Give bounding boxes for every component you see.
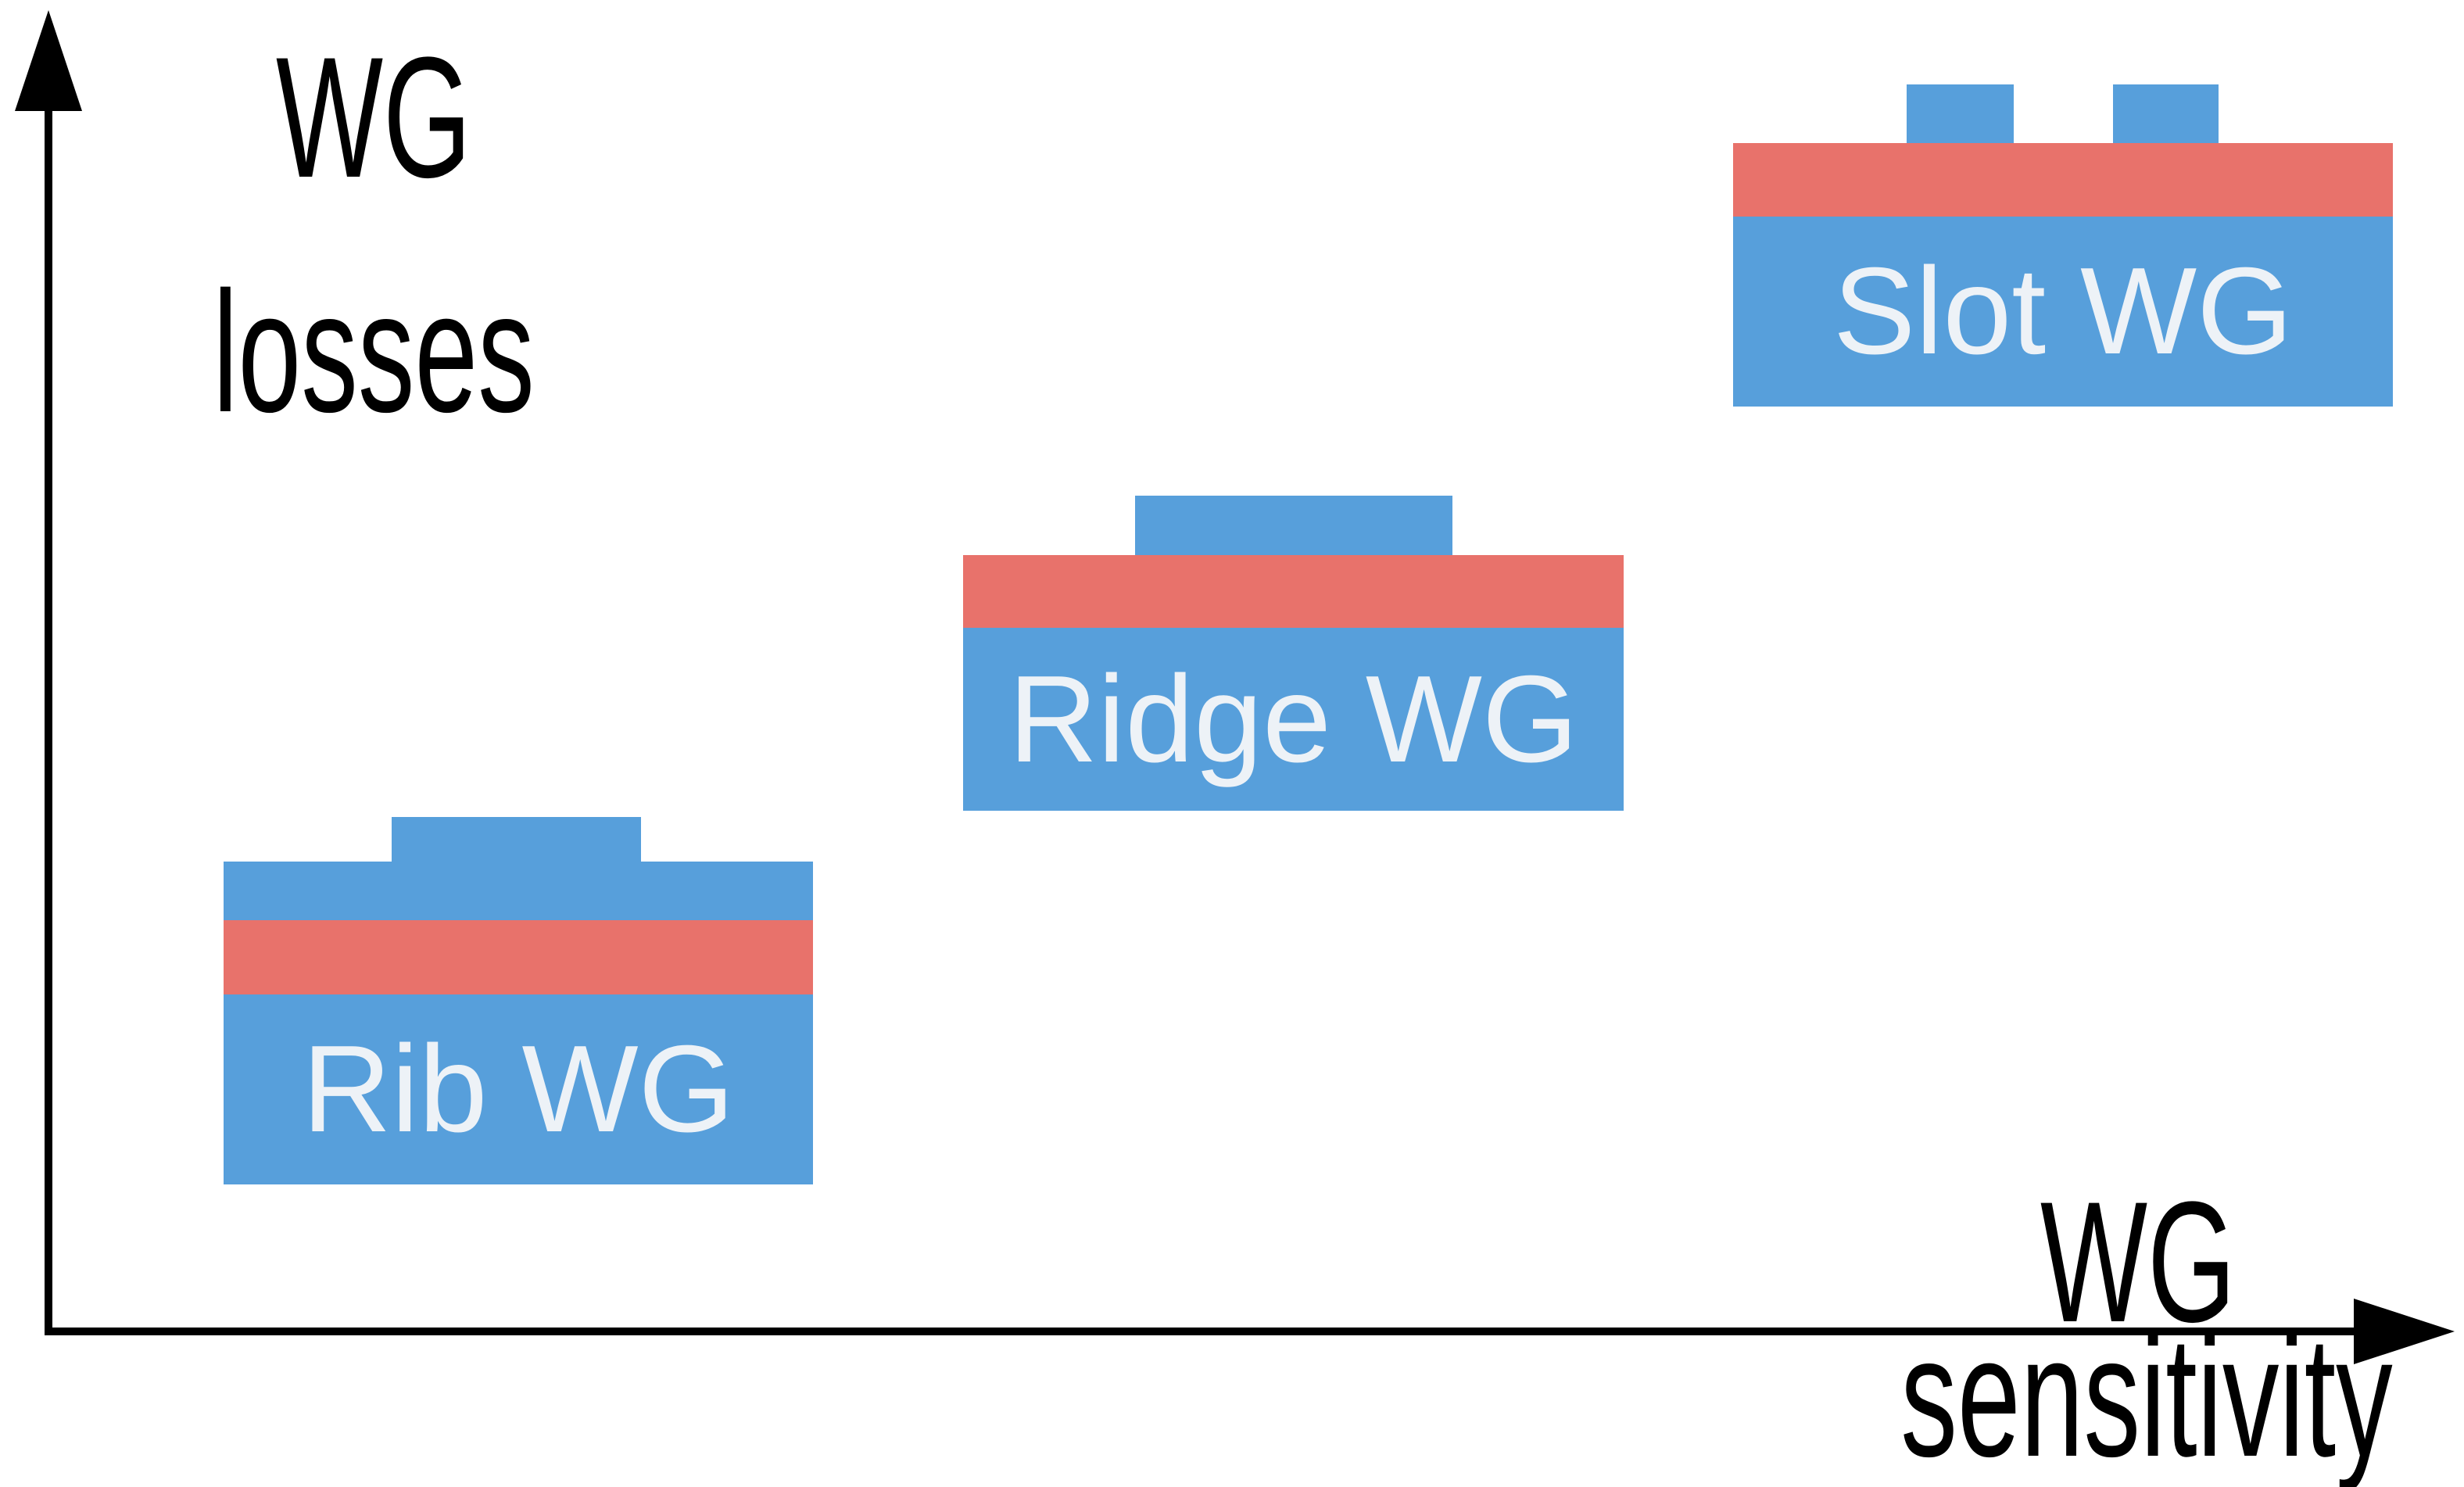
y-axis-line xyxy=(45,94,52,1335)
ridge-wg-base-layer: Ridge WG xyxy=(963,628,1624,811)
slot-wg-right-rail xyxy=(2113,84,2219,144)
rib-wg-top-layer xyxy=(224,862,813,921)
rib-wg-rib-bump xyxy=(392,817,641,862)
x-axis-arrowhead-icon xyxy=(2354,1299,2455,1364)
ridge-wg-red-layer xyxy=(963,555,1624,629)
y-axis-label: WG losses xyxy=(141,0,606,469)
y-axis-label-line2: losses xyxy=(213,256,535,448)
slot-wg-base-layer: Slot WG xyxy=(1733,217,2393,407)
x-axis-label-line1: WG xyxy=(2040,1166,2236,1358)
x-axis-label-line2: sensitivity xyxy=(1900,1300,2393,1487)
ridge-wg-ridge-bump xyxy=(1135,496,1452,556)
slot-wg-red-layer xyxy=(1733,143,2393,217)
rib-wg-red-layer xyxy=(224,920,813,995)
slot-wg-left-rail xyxy=(1907,84,2014,144)
rib-wg-label: Rib WG xyxy=(302,1020,735,1158)
slot-wg-label: Slot WG xyxy=(1832,242,2294,380)
x-axis-line xyxy=(45,1328,2354,1335)
y-axis-label-line1: WG xyxy=(276,21,471,213)
y-axis-arrowhead-icon xyxy=(15,10,82,111)
ridge-wg-label: Ridge WG xyxy=(1008,650,1578,788)
rib-wg-base-layer: Rib WG xyxy=(224,994,813,1184)
